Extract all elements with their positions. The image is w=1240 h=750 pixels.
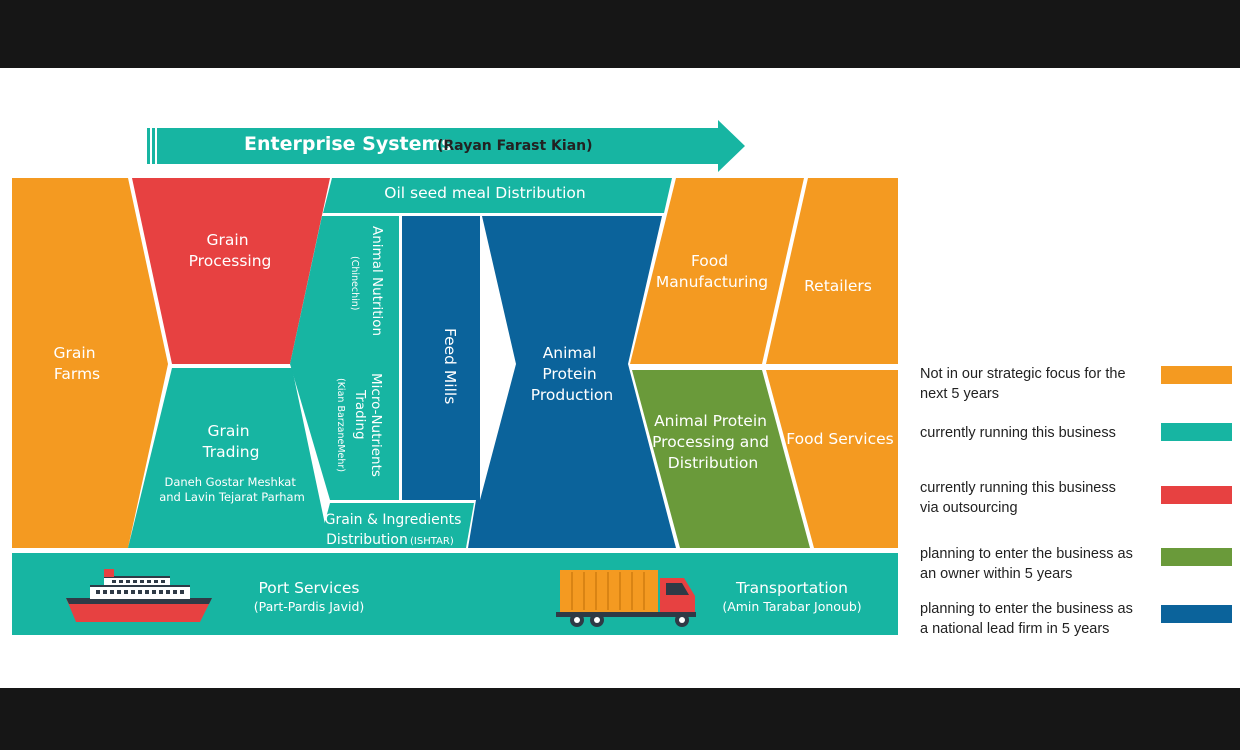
grain-trading-label: Grain Trading	[202, 422, 260, 461]
grain-processing-block	[132, 178, 330, 364]
truck-icon	[556, 570, 696, 627]
port-services-label: Port Services	[258, 579, 359, 597]
animal-protein-production-label: Animal Protein Production	[531, 344, 613, 404]
grain-farms-label: Grain Farms	[54, 344, 101, 383]
enterprise-systems-subtitle: (Rayan Farast Kian)	[437, 138, 593, 154]
legend-item-outsourcing-text: currently running this business via outs…	[920, 480, 1116, 516]
animal-protein-production-block	[468, 216, 676, 548]
retailers-block	[766, 178, 898, 364]
legend-swatch-red	[1161, 486, 1232, 504]
retailers-label: Retailers	[804, 277, 872, 295]
grain-farms-block	[12, 178, 168, 548]
transportation-company: (Amin Tarabar Jonoub)	[722, 599, 861, 614]
enterprise-systems-arrow: Enterprise Systems (Rayan Farast Kian)	[147, 120, 745, 172]
micro-nutrients-label-line1: Micro-Nutrients	[368, 373, 384, 477]
grain-trading-company: Daneh Gostar Meshkat and Lavin Tejarat P…	[159, 475, 305, 504]
legend-item-lead-firm-text: planning to enter the business as a nati…	[920, 601, 1133, 637]
feed-mills-block	[402, 216, 480, 500]
bottom-band	[0, 688, 1240, 750]
feed-mills-label: Feed Mills	[441, 328, 459, 404]
legend-swatch-green	[1161, 548, 1232, 566]
top-band	[0, 0, 1240, 68]
food-manufacturing-label: Food Manufacturing	[656, 252, 768, 291]
oilseed-distribution-block	[323, 178, 672, 213]
transportation-label: Transportation	[735, 579, 848, 597]
animal-protein-processing-block	[632, 370, 810, 548]
port-services-company: (Part-Pardis Javid)	[254, 599, 365, 614]
legend-swatch-blue	[1161, 605, 1232, 623]
micro-nutrients-company: (Kian BarzaneMehr)	[335, 378, 346, 472]
grain-ingredients-label-line1: Grain & Ingredients	[325, 512, 462, 528]
animal-protein-processing-label: Animal Protein Processing and Distributi…	[652, 412, 774, 472]
animal-nutrition-label: Animal Nutrition	[369, 226, 385, 336]
food-manufacturing-block	[630, 178, 804, 364]
food-services-label: Food Services	[786, 430, 893, 448]
legend-swatch-teal	[1161, 423, 1232, 441]
legend-swatch-orange	[1161, 366, 1232, 384]
food-services-block	[766, 370, 898, 548]
grain-ingredients-block	[318, 503, 474, 548]
enterprise-systems-title: Enterprise Systems	[244, 133, 453, 155]
oilseed-distribution-label: Oil seed meal Distribution	[384, 184, 585, 202]
legend-item-currently-running-text: currently running this business	[920, 425, 1116, 441]
grain-ingredients-company: (ISHTAR)	[410, 536, 454, 547]
animal-nutrition-company: (Chinechin)	[349, 256, 360, 310]
ship-icon	[66, 569, 212, 622]
grain-processing-label: Grain Processing	[189, 231, 272, 270]
animal-nutrition-block	[290, 216, 399, 500]
legend-item-not-in-focus-text: Not in our strategic focus for the next …	[920, 366, 1126, 402]
micro-nutrients-label-line2: Trading	[352, 389, 368, 440]
legend-item-owner-text: planning to enter the business as an own…	[920, 546, 1133, 582]
grain-ingredients-label-line2: Distribution	[326, 532, 408, 548]
grain-trading-block	[128, 368, 330, 548]
